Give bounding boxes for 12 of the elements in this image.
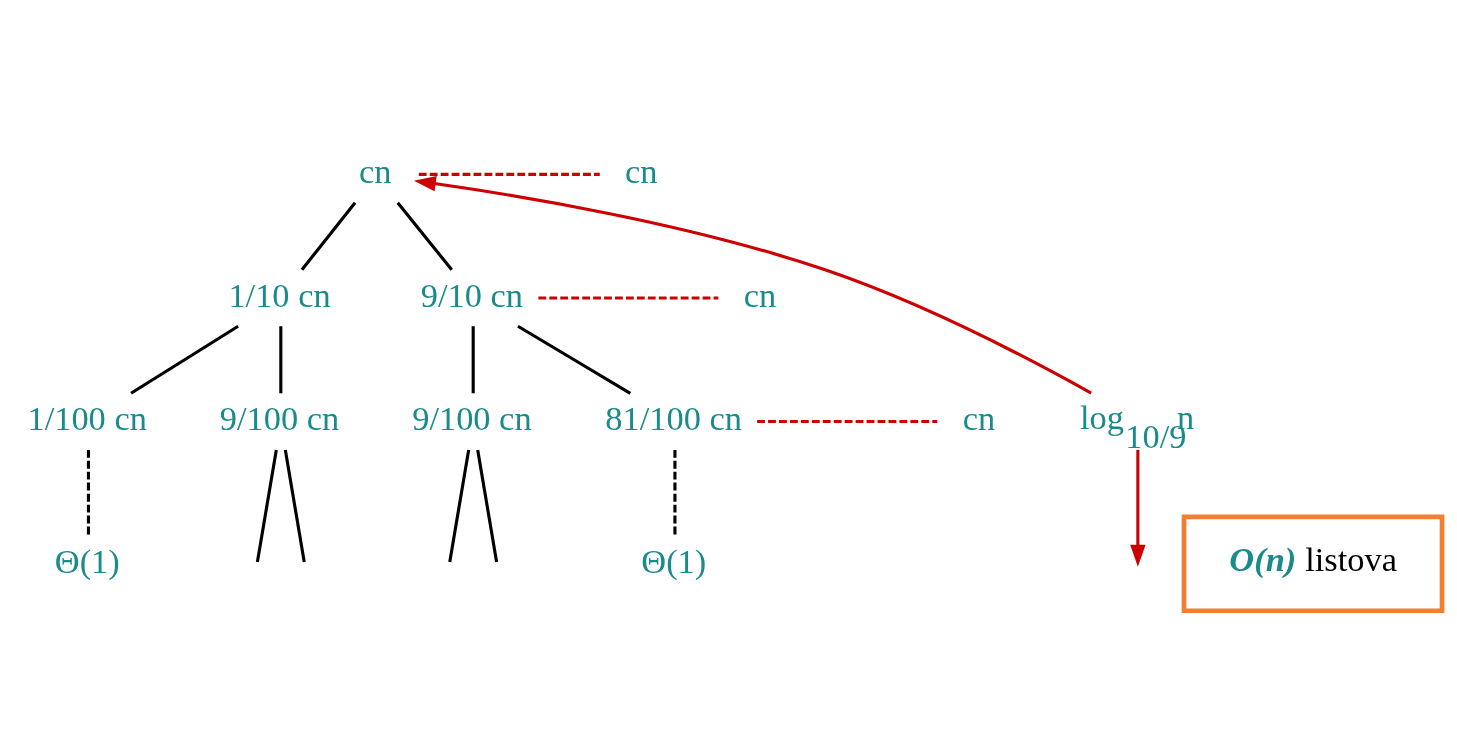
node-text: 1/10 cn [228, 275, 331, 314]
node-text: cn [962, 398, 996, 437]
node-text: cn [743, 275, 777, 314]
node-text: cn [359, 151, 392, 190]
node-text: Θ(1) [641, 541, 707, 580]
node-text: 9/100 cn [219, 398, 340, 437]
node-text: 81/100 cn [605, 398, 742, 437]
node-text: 9/10 cn [420, 275, 523, 314]
node-text: cn [624, 151, 658, 190]
node-text: 9/100 cn [412, 398, 532, 437]
node-text: Θ(1) [54, 541, 120, 580]
node-text: 1/100 cn [27, 398, 147, 437]
